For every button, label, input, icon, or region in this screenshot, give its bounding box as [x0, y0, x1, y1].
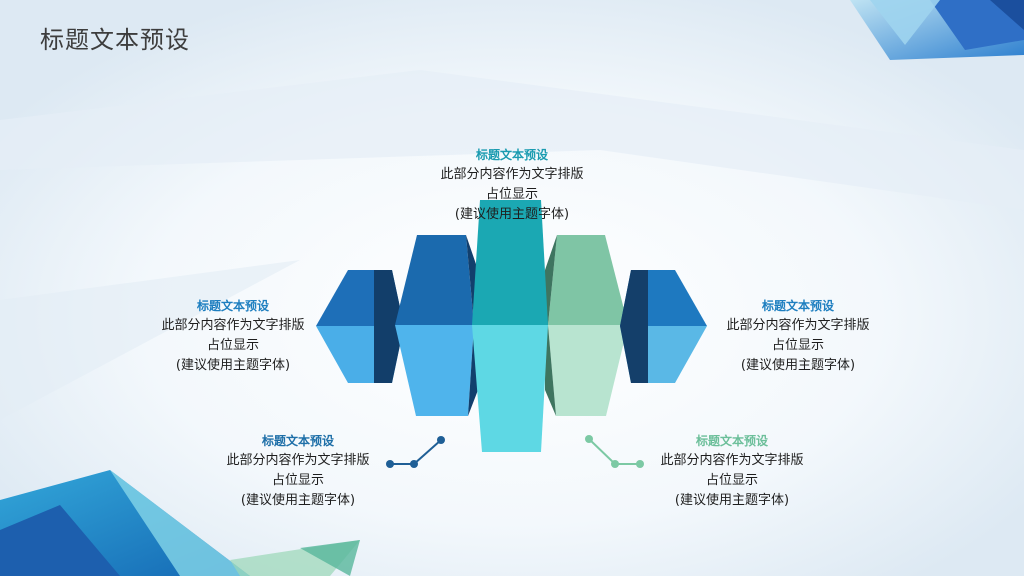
block-body-line3: (建议使用主题字体) [454, 207, 570, 222]
bar-far-left [316, 270, 404, 383]
bar-far-right [620, 270, 707, 383]
bar-left [395, 235, 478, 416]
bar-right [545, 235, 628, 416]
block-body: 此部分内容作为文字排版 [440, 167, 584, 182]
text-block-bottom-left: 标题文本预设 此部分内容作为文字排版 占位显示 (建议使用主题字体) [218, 431, 378, 511]
text-block-top: 标题文本预设 此部分内容作为文字排版 占位显示 (建议使用主题字体) [432, 145, 592, 225]
block-body-line3: (建议使用主题字体) [240, 493, 356, 508]
block-heading: 标题文本预设 [695, 434, 768, 448]
block-body: 此部分内容作为文字排版 [161, 318, 305, 333]
block-body-line2: 占位显示 [771, 338, 824, 353]
block-heading: 标题文本预设 [261, 434, 334, 448]
text-block-bottom-right: 标题文本预设 此部分内容作为文字排版 占位显示 (建议使用主题字体) [652, 431, 812, 511]
block-body-line2: 占位显示 [705, 473, 758, 488]
block-body: 此部分内容作为文字排版 [726, 318, 870, 333]
block-body-line3: (建议使用主题字体) [740, 358, 856, 373]
bar-center [472, 200, 548, 452]
block-heading: 标题文本预设 [475, 148, 548, 162]
page-title: 标题文本预设 [40, 26, 190, 54]
block-body-line3: (建议使用主题字体) [175, 358, 291, 373]
connector-bottom-left [386, 436, 445, 468]
connector-bottom-right [585, 435, 644, 468]
text-block-left: 标题文本预设 此部分内容作为文字排版 占位显示 (建议使用主题字体) [153, 296, 313, 376]
block-heading: 标题文本预设 [761, 299, 834, 313]
block-heading: 标题文本预设 [196, 299, 269, 313]
block-body-line3: (建议使用主题字体) [674, 493, 790, 508]
block-body: 此部分内容作为文字排版 [660, 453, 804, 468]
block-body-line2: 占位显示 [271, 473, 324, 488]
block-body-line2: 占位显示 [485, 187, 538, 202]
block-body: 此部分内容作为文字排版 [226, 453, 370, 468]
text-block-right: 标题文本预设 此部分内容作为文字排版 占位显示 (建议使用主题字体) [718, 296, 878, 376]
block-body-line2: 占位显示 [206, 338, 259, 353]
